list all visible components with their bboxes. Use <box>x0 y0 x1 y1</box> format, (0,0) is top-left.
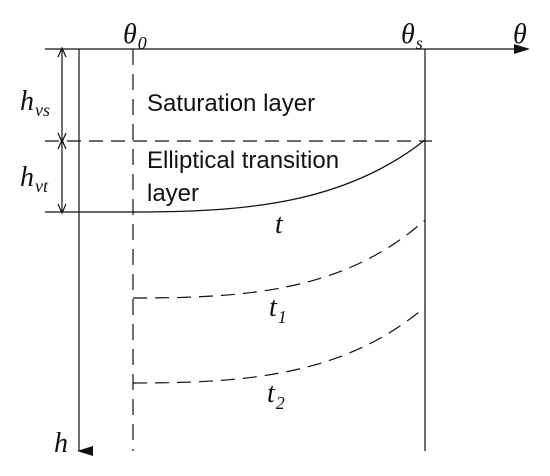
hvt-base: h <box>20 162 34 193</box>
time-t1-subscript: 1 <box>278 307 287 327</box>
time-label-t1: t1 <box>269 292 287 327</box>
time-t1-base: t <box>269 292 278 323</box>
hvs-label: hvs <box>20 86 50 120</box>
theta-s-base: θ <box>401 19 415 50</box>
front-curve-t2 <box>132 306 426 384</box>
theta-s-subscript: s <box>416 33 423 53</box>
theta-axis-symbol: θ <box>513 19 527 50</box>
theta-s-label: θs <box>401 19 423 53</box>
transition-layer-line2: layer <box>147 180 199 207</box>
transition-layer-line1: Elliptical transition <box>147 147 339 174</box>
hvt-subscript: vt <box>35 176 49 196</box>
hvt-top-arrowhead <box>57 138 67 150</box>
theta0-base: θ <box>123 19 137 50</box>
transition-layer-label: Elliptical transition layer <box>147 147 346 207</box>
time-t2-base: t <box>267 378 276 409</box>
theta-axis-label: θ <box>513 19 527 50</box>
hvs-top-arrowhead <box>57 46 67 58</box>
depth-axis-symbol: h <box>54 428 68 459</box>
theta0-label: θ0 <box>123 19 147 53</box>
hvt-bottom-arrowhead <box>57 203 67 215</box>
hvs-subscript: vs <box>35 100 50 120</box>
time-t2-subscript: 2 <box>276 393 285 413</box>
front-curve-t <box>132 139 426 213</box>
depth-axis-label: h <box>54 428 68 459</box>
time-label-t: t <box>275 209 284 240</box>
theta0-subscript: 0 <box>138 33 147 53</box>
saturation-layer-label: Saturation layer <box>147 90 315 117</box>
hvt-label: hvt <box>20 162 49 196</box>
front-curve-t1 <box>132 219 426 299</box>
time-label-t2: t2 <box>267 378 285 413</box>
saturation-layer-text: Saturation layer <box>147 90 315 117</box>
hvs-base: h <box>20 86 34 117</box>
time-t-base: t <box>275 209 284 240</box>
